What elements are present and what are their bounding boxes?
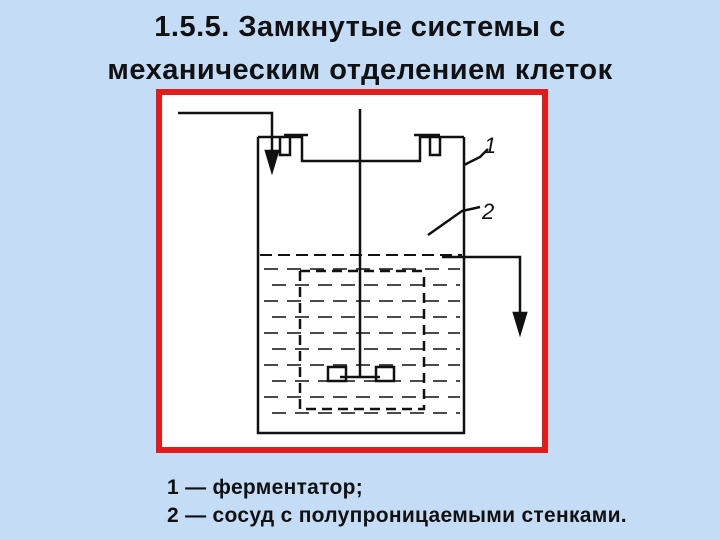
slide-title: 1.5.5. Замкнутые системы с механическим … [0, 6, 720, 92]
liquid-hatching [264, 268, 460, 414]
impeller-left [326, 365, 348, 383]
legend-item-1: 1 — ферментатор; [167, 476, 363, 499]
leader-line-2 [427, 205, 481, 237]
outlet-arrow [512, 311, 528, 338]
title-line-2: механическим отделением клеток [107, 54, 613, 86]
label-2: 2 [481, 199, 494, 224]
outlet-pipe [442, 255, 522, 321]
label-1: 1 [484, 133, 496, 158]
leader-line-1 [463, 148, 489, 167]
left-neck [278, 137, 292, 157]
legend: 1 — ферментатор; 2 — сосуд с полупроница… [167, 474, 627, 530]
right-neck [428, 137, 442, 157]
title-line-1: 1.5.5. Замкнутые системы с [154, 11, 566, 43]
semipermeable-vessel [298, 269, 426, 411]
inlet-pipe [178, 111, 274, 159]
diagram-frame: 1 2 [156, 89, 548, 453]
legend-item-2: 2 — сосуд с полупроницаемыми стенками. [167, 504, 627, 527]
inlet-arrow [264, 149, 280, 176]
fermenter-outer-wall [256, 137, 466, 435]
fermenter-diagram: 1 2 [178, 109, 528, 435]
impeller-right [374, 365, 396, 383]
